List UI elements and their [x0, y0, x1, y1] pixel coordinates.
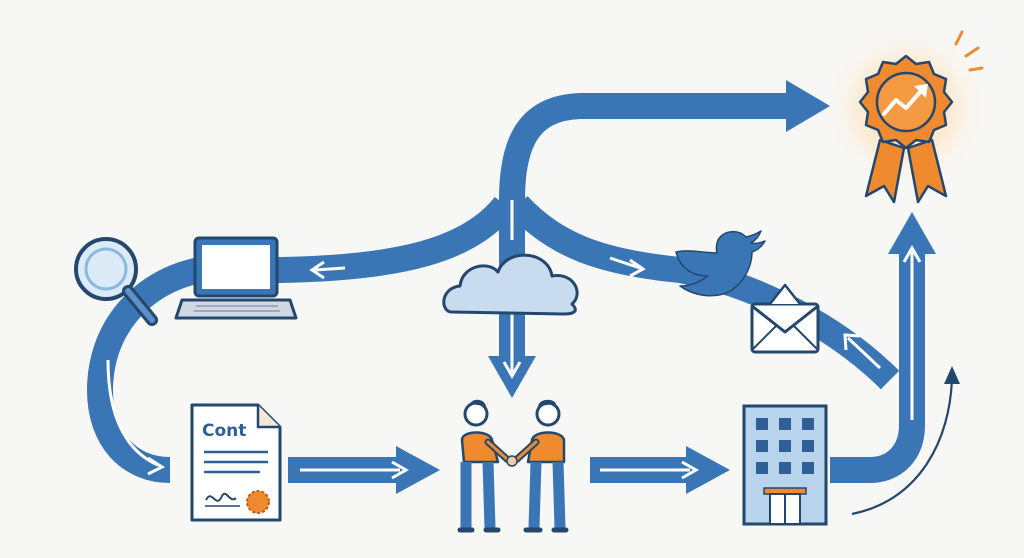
person-right: [512, 399, 569, 533]
magnifier-icon: [74, 237, 158, 326]
top-arc-arrow: [499, 93, 790, 201]
top-arc-arrowhead: [786, 80, 830, 132]
seal-icon: [246, 490, 270, 514]
twitter-bird-icon: [675, 230, 766, 297]
building-to-award-arrow: [830, 250, 925, 483]
cloud-icon: [442, 253, 579, 316]
office-building-icon: [742, 404, 828, 526]
envelope-icon: [750, 283, 820, 354]
left-loop-arrow: [86, 196, 516, 483]
growth-curve-arrow: [851, 377, 954, 516]
contract-title-label: Cont: [202, 421, 246, 441]
award-badge-icon: [826, 28, 986, 204]
laptop-icon: [174, 236, 298, 320]
right-branch-arrow: [508, 196, 900, 390]
contract-document-icon: Cont: [190, 403, 282, 522]
handshake-people-icon: [457, 399, 569, 533]
person-left: [457, 399, 512, 533]
